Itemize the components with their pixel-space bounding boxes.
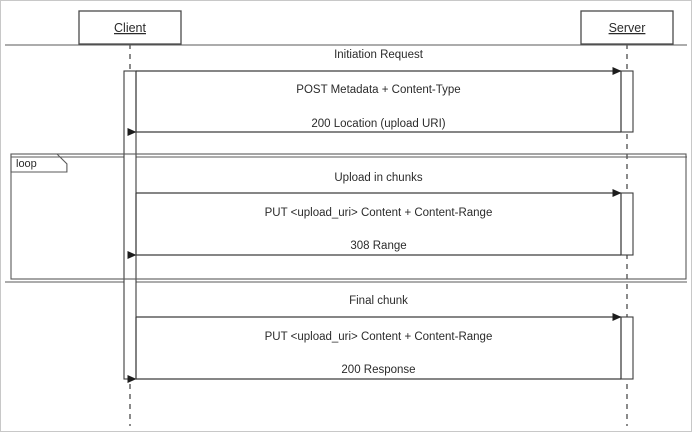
section-upload-chunks: Upload in chunks: [11, 156, 687, 184]
message-308-range: 308 Range: [127, 240, 621, 259]
participant-box-server[interactable]: [580, 10, 674, 45]
message-200-location: 200 Location (upload URI): [127, 118, 621, 136]
message-label-200-location: 200 Location (upload URI): [311, 118, 445, 130]
section-label-final-chunk: Final chunk: [349, 295, 408, 307]
fragment-loop: loop: [10, 153, 687, 280]
participant-client[interactable]: Client: [78, 10, 182, 45]
fragment-operator-label: loop: [16, 158, 37, 170]
message-put-chunk: PUT <upload_uri> Content + Content-Range: [136, 189, 622, 219]
activation-bar-client: [123, 70, 137, 380]
message-label-put-chunk: PUT <upload_uri> Content + Content-Range: [265, 207, 493, 219]
activation-bar-server: [620, 70, 634, 133]
fragments: loop: [10, 153, 687, 280]
section-final-chunk: Final chunk: [5, 281, 687, 307]
fragment-tab: [10, 153, 68, 173]
activation-bar-server: [620, 316, 634, 380]
message-post-metadata: POST Metadata + Content-Type: [136, 67, 622, 96]
message-label-308-range: 308 Range: [350, 240, 406, 252]
fragment-frame: [10, 153, 687, 280]
participant-boxes: Client Server: [78, 10, 674, 45]
participant-label-client: Client: [114, 21, 146, 35]
message-put-final-chunk: PUT <upload_uri> Content + Content-Range: [136, 313, 622, 343]
section-label-upload-chunks: Upload in chunks: [334, 172, 422, 184]
section-initiation: Initiation Request: [5, 44, 687, 61]
message-200-response: 200 Response: [127, 364, 621, 383]
participant-server[interactable]: Server: [580, 10, 674, 45]
section-label-initiation: Initiation Request: [334, 49, 424, 61]
participant-box-client[interactable]: [78, 10, 182, 45]
activation-bar-server: [620, 192, 634, 256]
participant-label-server: Server: [609, 21, 646, 35]
message-label-200-response: 200 Response: [341, 364, 415, 376]
message-label-put-final-chunk: PUT <upload_uri> Content + Content-Range: [265, 331, 493, 343]
messages: POST Metadata + Content-Type 200 Location…: [127, 67, 622, 383]
message-label-post-metadata: POST Metadata + Content-Type: [296, 84, 460, 96]
